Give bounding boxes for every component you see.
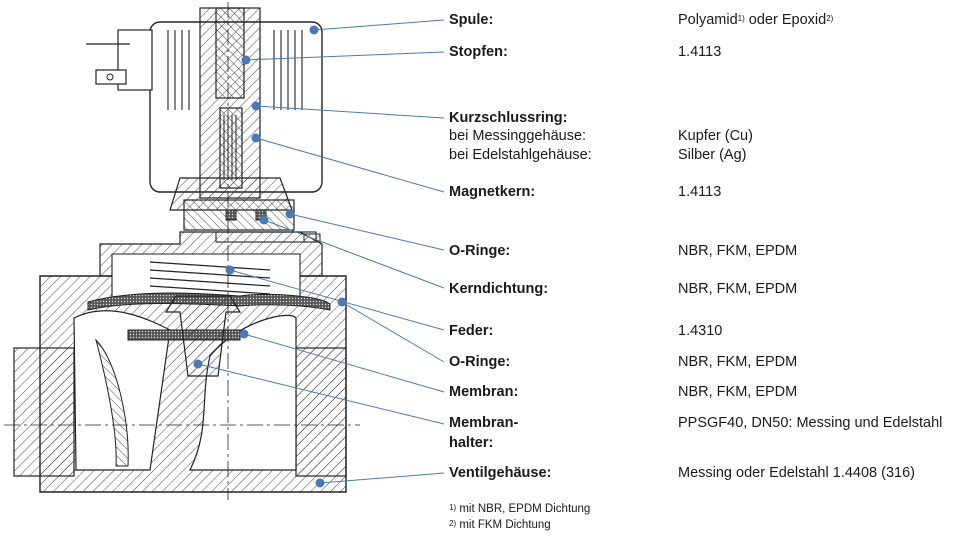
spring-drawing <box>149 261 271 295</box>
valve-body-drawing <box>13 231 347 493</box>
armature-drawing <box>169 7 321 243</box>
label-membran: Membran: <box>449 384 519 400</box>
material-magnetkern: 1.4113 <box>678 184 722 200</box>
material-stopfen: 1.4113 <box>678 44 722 60</box>
label-kurzschlussring-edelstahl: bei Edelstahlgehäuse: <box>449 147 592 163</box>
label-o-ringe-1: O-Ringe: <box>449 243 511 259</box>
label-kurzschlussring-messing: bei Messinggehäuse: <box>449 128 587 144</box>
label-kerndichtung: Kerndichtung: <box>449 281 549 297</box>
material-kurzschlussring-messing: Kupfer (Cu) <box>678 128 753 144</box>
material-kerndichtung: NBR, FKM, EPDM <box>678 281 798 297</box>
label-feder: Feder: <box>449 323 494 339</box>
leader-lines <box>193 19 445 488</box>
material-spule: Polyamid1) oder Epoxid2) <box>678 12 834 28</box>
label-magnetkern: Magnetkern: <box>449 184 536 200</box>
label-ventilgehaeuse: Ventilgehäuse: <box>449 465 552 481</box>
label-membranhalter-line1: Membran- <box>449 415 519 431</box>
label-kurzschlussring: Kurzschlussring: <box>449 110 568 126</box>
footnote-1: 1) mit NBR, EPDM Dichtung <box>449 503 591 515</box>
material-feder: 1.4310 <box>678 323 723 339</box>
material-membran: NBR, FKM, EPDM <box>678 384 798 400</box>
center-lines <box>4 2 360 500</box>
footnote-2: 2) mit FKM Dichtung <box>449 519 551 531</box>
material-o-ringe-1: NBR, FKM, EPDM <box>678 243 798 259</box>
material-membranhalter: PPSGF40, DN50: Messing und Edelstahl <box>678 415 943 431</box>
material-ventilgehaeuse: Messing oder Edelstahl 1.4408 (316) <box>678 465 915 481</box>
membrane-drawing <box>87 292 331 377</box>
label-stopfen: Stopfen: <box>449 44 508 60</box>
label-spule: Spule: <box>449 12 494 28</box>
material-kurzschlussring-edelstahl: Silber (Ag) <box>678 147 747 163</box>
label-o-ringe-2: O-Ringe: <box>449 354 511 370</box>
label-membranhalter-line2: halter: <box>449 435 494 451</box>
material-o-ringe-2: NBR, FKM, EPDM <box>678 354 798 370</box>
